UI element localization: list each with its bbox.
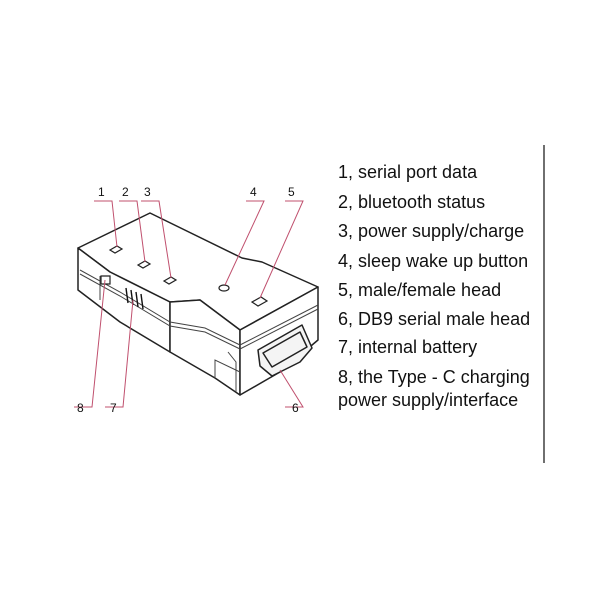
legend-item-5: 5, male/female head — [338, 280, 502, 300]
callout-5: 5 — [288, 185, 295, 199]
led-power-charge — [162, 276, 178, 285]
callout-line-1 — [94, 200, 118, 248]
callout-7: 7 — [110, 401, 117, 415]
callout-4: 4 — [250, 185, 257, 199]
callout-8: 8 — [77, 401, 84, 415]
device-features — [100, 245, 269, 307]
legend-item-3: 3, power supply/charge — [338, 221, 525, 241]
sleep-wake-button — [218, 284, 230, 292]
callout-line-8 — [74, 279, 106, 408]
callout-line-5 — [259, 200, 304, 299]
legend-item-6: 6, DB9 serial male head — [338, 309, 531, 329]
type-c-port — [100, 275, 111, 285]
callout-line-3 — [141, 200, 172, 279]
callout-6: 6 — [292, 401, 299, 415]
legend-item-4: 4, sleep wake up button — [338, 251, 529, 271]
callout-line-4 — [224, 200, 265, 286]
callout-lines — [74, 200, 304, 408]
male-female-switch — [250, 296, 269, 307]
legend-item-1: 1, serial port data — [338, 162, 478, 182]
callout-3: 3 — [144, 185, 151, 199]
callout-1: 1 — [98, 185, 105, 199]
callout-line-6 — [279, 369, 304, 408]
legend-item-7: 7, internal battery — [338, 337, 478, 357]
device-outline — [77, 212, 319, 396]
device-detail-lines — [79, 269, 319, 392]
legend-item-8: 8, the Type - C charging power supply/in… — [338, 367, 530, 410]
callout-2: 2 — [122, 185, 129, 199]
led-serial-data — [108, 245, 124, 254]
callout-line-2 — [119, 200, 146, 263]
callout-line-7 — [105, 299, 134, 408]
led-bluetooth-status — [136, 260, 152, 269]
legend-item-2: 2, bluetooth status — [338, 192, 486, 212]
